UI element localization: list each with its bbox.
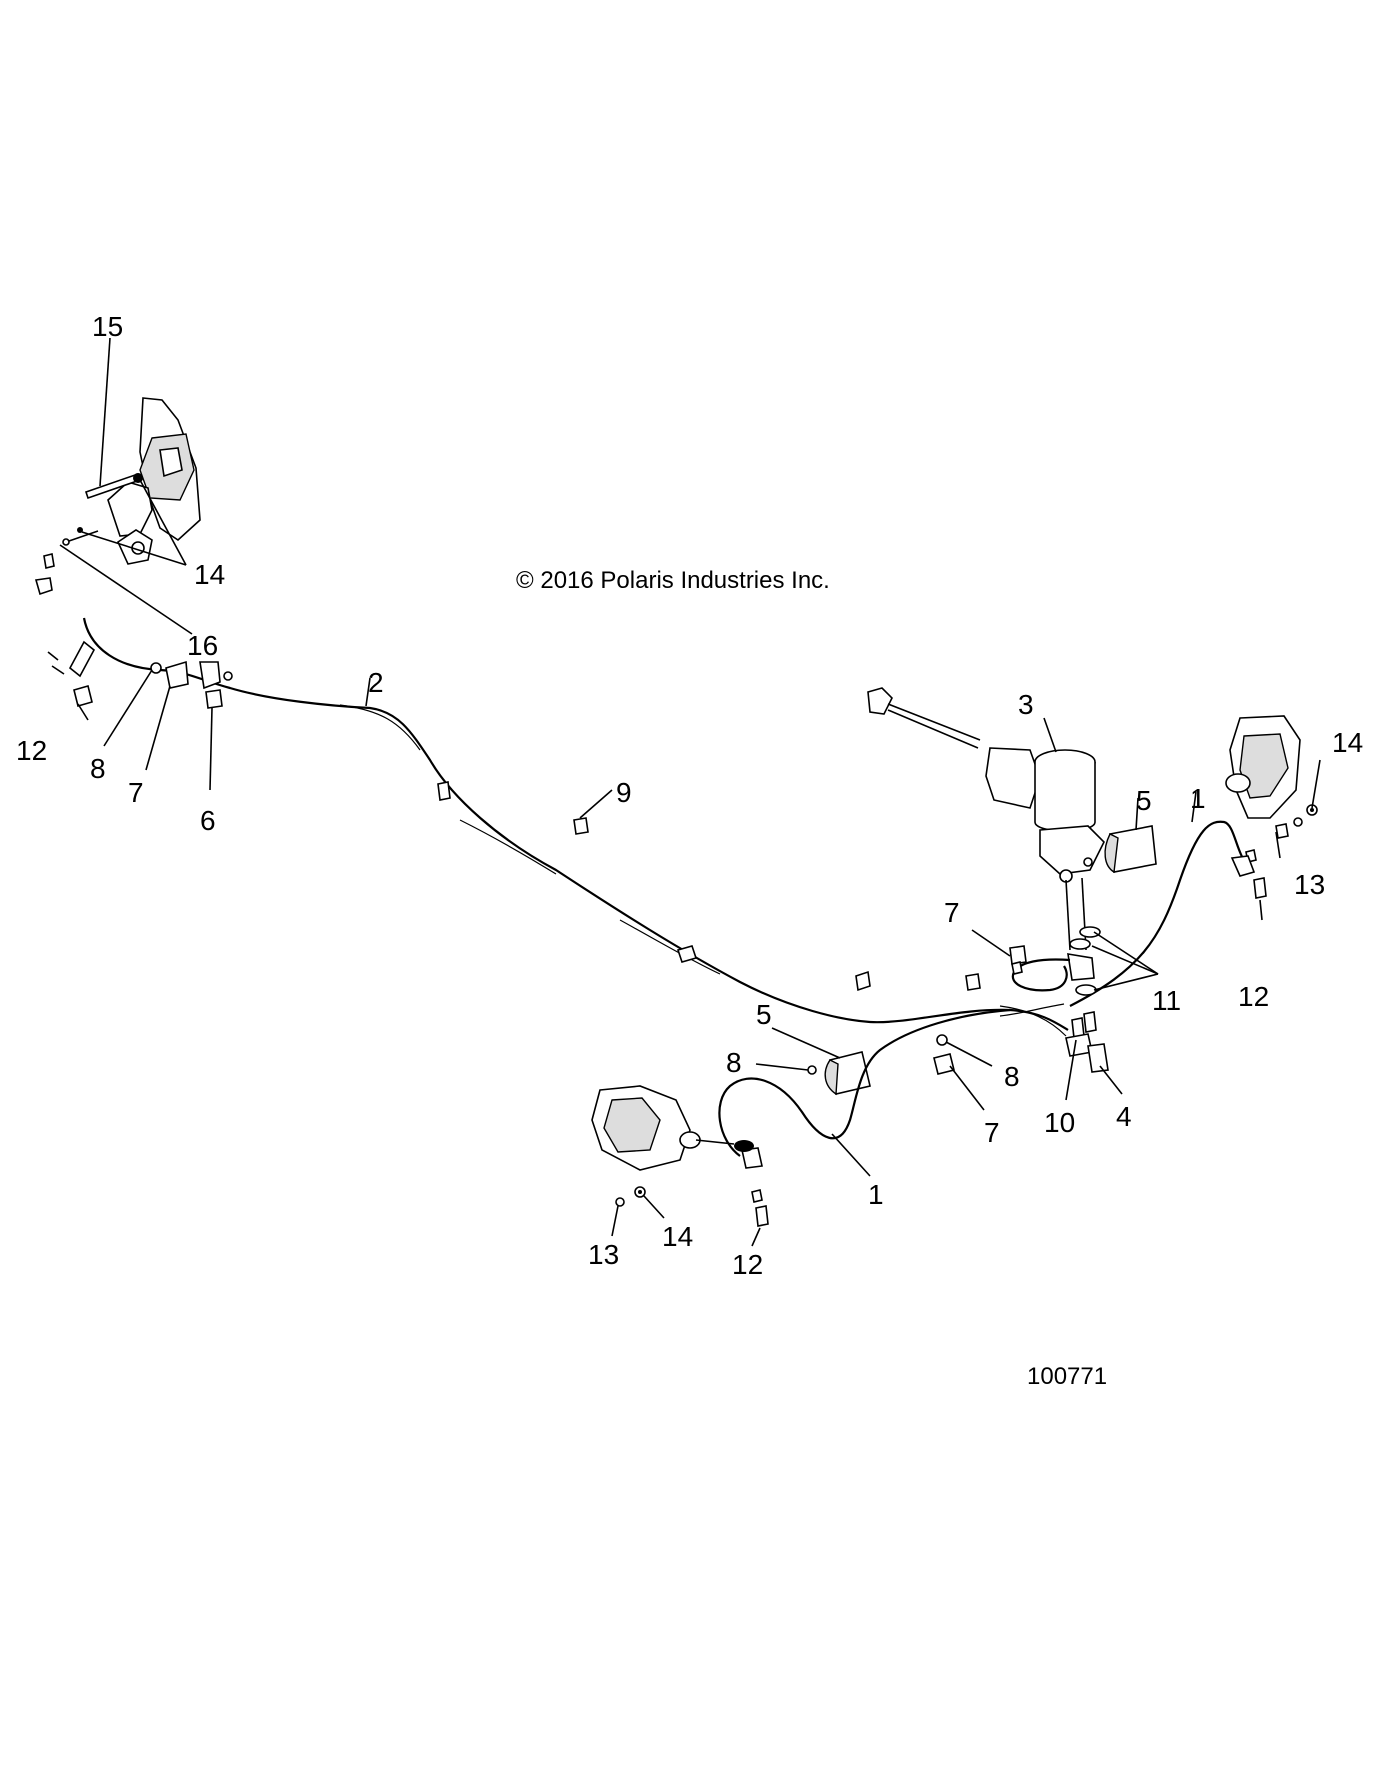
callout-5-left: 5	[756, 999, 772, 1030]
leader-4	[1099, 1065, 1123, 1095]
leader-12c	[751, 1227, 761, 1247]
junction-loop	[999, 958, 1071, 1017]
leader-2	[365, 677, 371, 707]
callout-13-left: 13	[588, 1239, 619, 1270]
clamp-upper-right	[1009, 945, 1027, 975]
callout-3: 3	[1018, 689, 1034, 720]
leader-12b	[1259, 899, 1263, 921]
leader-14a-2	[81, 531, 187, 566]
callout-12: 12	[16, 735, 47, 766]
leader-14c	[643, 1195, 665, 1219]
master-cylinder	[867, 687, 1105, 883]
front-right-bolts	[1245, 804, 1318, 899]
leader-1a	[1191, 791, 1197, 823]
rear-caliper-assembly	[107, 397, 201, 565]
callout-12-right: 12	[1238, 981, 1269, 1012]
callout-7-lower: 7	[984, 1117, 1000, 1148]
front-left-bolts	[615, 1186, 769, 1227]
callout-9: 9	[616, 777, 632, 808]
line-clamps-rear	[150, 660, 981, 992]
callout-6: 6	[200, 805, 216, 836]
leader-1b	[831, 1133, 871, 1177]
leader-8c	[755, 1063, 809, 1071]
leader-5a	[1135, 797, 1139, 831]
rear-line-end-fitting	[34, 553, 96, 707]
brake-switch	[1065, 1011, 1109, 1073]
callout-5: 5	[1136, 785, 1152, 816]
leader-11b	[1091, 945, 1159, 975]
front-right-hose	[1069, 820, 1256, 1007]
front-right-caliper	[1225, 715, 1301, 819]
leader-13a	[1275, 831, 1281, 859]
callout-13-right: 13	[1294, 869, 1325, 900]
front-left-hose	[718, 1008, 1011, 1169]
hose-guide-right	[1104, 825, 1157, 874]
caliper-pins	[62, 527, 99, 546]
callout-14-right: 14	[1332, 727, 1363, 758]
leader-5b	[771, 1027, 841, 1059]
copyright-text: © 2016 Polaris Industries Inc.	[516, 567, 830, 594]
leader-11c	[1093, 973, 1159, 991]
leader-13b	[611, 1205, 619, 1237]
leader-12a	[77, 703, 89, 721]
callout-15: 15	[92, 311, 123, 342]
leader-8b	[945, 1041, 993, 1067]
leader-7a	[145, 685, 171, 771]
callout-7-upper: 7	[944, 897, 960, 928]
leader-14b	[1311, 759, 1321, 809]
callout-11: 11	[1152, 985, 1181, 1016]
callout-14: 14	[194, 559, 225, 590]
callout-10: 10	[1044, 1107, 1075, 1138]
leader-10	[1065, 1039, 1077, 1101]
callout-8-left: 8	[726, 1047, 742, 1078]
callout-8: 8	[90, 753, 106, 784]
callout-14-left: 14	[662, 1221, 693, 1252]
leader-16	[59, 544, 193, 635]
leader-15	[99, 337, 111, 487]
figure-number: 100771	[1027, 1363, 1107, 1390]
callout-4: 4	[1116, 1101, 1132, 1132]
callout-1-lower: 1	[868, 1179, 884, 1210]
callout-2: 2	[368, 667, 384, 698]
callout-16: 16	[187, 630, 218, 661]
leader-14a	[139, 479, 187, 566]
leader-11a	[1093, 931, 1159, 975]
leader-7b	[971, 929, 1011, 957]
callout-12-left: 12	[732, 1249, 763, 1280]
callout-8-middle: 8	[1004, 1061, 1020, 1092]
leader-9	[579, 789, 613, 819]
callout-1: 1	[1190, 783, 1206, 814]
front-left-caliper	[591, 1085, 754, 1171]
leader-7c	[949, 1065, 985, 1111]
leader-8a	[103, 669, 153, 747]
copper-washers	[1065, 857, 1101, 996]
clamp-lower-middle	[933, 1034, 955, 1075]
leader-3	[1043, 717, 1057, 753]
callout-7: 7	[128, 777, 144, 808]
leader-6	[209, 707, 213, 791]
hose-guide-left	[807, 1051, 871, 1096]
